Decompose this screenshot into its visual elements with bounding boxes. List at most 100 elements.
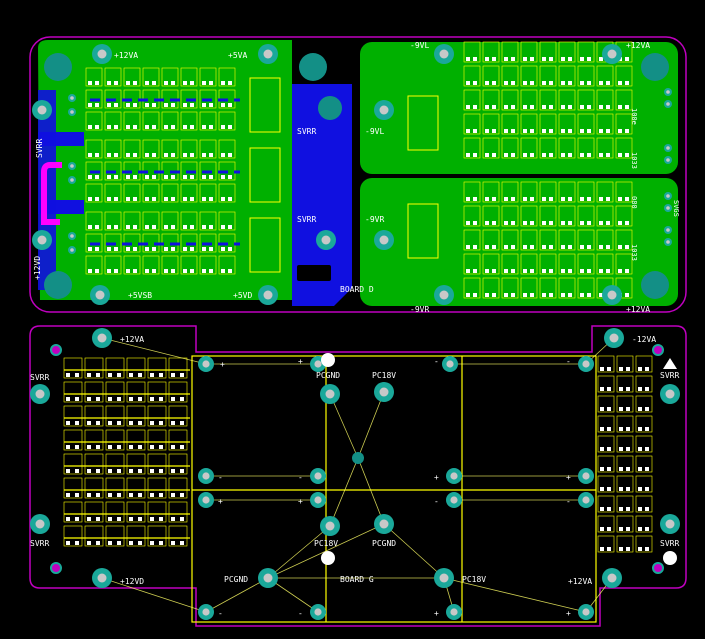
pad-hole bbox=[666, 158, 670, 162]
smd-pad bbox=[618, 221, 622, 225]
smd-pad bbox=[88, 81, 92, 85]
smd-pad bbox=[209, 269, 213, 273]
smd-pad bbox=[599, 105, 603, 109]
smd-pad bbox=[511, 57, 515, 61]
capacitor-footprint bbox=[199, 211, 217, 231]
smd-pad bbox=[171, 373, 175, 377]
silk-box-main bbox=[191, 355, 597, 623]
capacitor-footprint bbox=[501, 277, 519, 299]
capacitor-footprint bbox=[577, 41, 595, 63]
smd-pad bbox=[485, 105, 489, 109]
smd-pad bbox=[619, 427, 623, 431]
smd-pad bbox=[625, 293, 629, 297]
capacitor-footprint bbox=[126, 405, 146, 427]
capacitor-footprint bbox=[482, 89, 500, 111]
smd-pad bbox=[599, 293, 603, 297]
capacitor-footprint bbox=[180, 183, 198, 203]
pad-hole bbox=[666, 240, 670, 244]
smd-pad bbox=[190, 153, 194, 157]
smd-pad bbox=[599, 245, 603, 249]
smd-pad bbox=[108, 373, 112, 377]
smd-pad bbox=[626, 427, 630, 431]
capacitor-footprint bbox=[199, 67, 217, 87]
regulator-block-2 bbox=[249, 147, 281, 203]
smd-pad bbox=[209, 81, 213, 85]
smd-pad bbox=[202, 103, 206, 107]
pad-hole bbox=[325, 389, 335, 399]
mounting-hole bbox=[44, 271, 72, 299]
smd-pad bbox=[117, 397, 121, 401]
smd-pad bbox=[108, 469, 112, 473]
smd-pad bbox=[96, 397, 100, 401]
smd-pad bbox=[190, 247, 194, 251]
capacitor-footprint bbox=[147, 405, 167, 427]
capacitor-footprint bbox=[482, 41, 500, 63]
capacitor-footprint bbox=[147, 453, 167, 475]
smd-pad bbox=[171, 541, 175, 545]
capacitor-footprint bbox=[577, 277, 595, 299]
capacitor-footprint bbox=[596, 181, 614, 203]
smd-pad bbox=[618, 245, 622, 249]
smd-pad bbox=[126, 225, 130, 229]
smd-pad bbox=[117, 445, 121, 449]
smd-pad bbox=[485, 57, 489, 61]
capacitor-footprint bbox=[596, 65, 614, 87]
smd-pad bbox=[645, 407, 649, 411]
pad-hole bbox=[666, 206, 670, 210]
capacitor-footprint bbox=[84, 405, 104, 427]
smd-pad bbox=[190, 269, 194, 273]
pad-hole bbox=[582, 360, 590, 368]
smd-pad bbox=[645, 447, 649, 451]
capacitor-footprint bbox=[482, 229, 500, 251]
smd-pad bbox=[473, 293, 477, 297]
smd-pad bbox=[129, 421, 133, 425]
capacitor-footprint bbox=[597, 475, 615, 493]
smd-pad bbox=[75, 397, 79, 401]
smd-pad bbox=[150, 541, 154, 545]
pad-hole bbox=[446, 360, 454, 368]
smd-pad bbox=[114, 225, 118, 229]
smd-pad bbox=[138, 373, 142, 377]
smd-pad bbox=[473, 221, 477, 225]
smd-pad bbox=[138, 493, 142, 497]
smd-pad bbox=[126, 125, 130, 129]
capacitor-footprint bbox=[63, 477, 83, 499]
smd-pad bbox=[530, 197, 534, 201]
smd-pad bbox=[511, 221, 515, 225]
regulator-block-3 bbox=[249, 217, 281, 273]
capacitor-footprint bbox=[615, 181, 633, 203]
smd-pad bbox=[221, 197, 225, 201]
smd-pad bbox=[561, 269, 565, 273]
capacitor-footprint bbox=[539, 41, 557, 63]
capacitor-footprint bbox=[85, 139, 103, 159]
smd-pad bbox=[221, 269, 225, 273]
capacitor-footprint bbox=[85, 183, 103, 203]
capacitor-footprint bbox=[218, 67, 236, 87]
capacitor-footprint bbox=[539, 253, 557, 275]
pad-hole bbox=[607, 573, 617, 583]
polarity-sign: - bbox=[298, 473, 303, 482]
smd-pad bbox=[133, 197, 137, 201]
capacitor-footprint bbox=[180, 89, 198, 109]
capacitor-footprint bbox=[577, 181, 595, 203]
smd-pad bbox=[183, 125, 187, 129]
right-green-pour-top bbox=[360, 42, 678, 174]
net-label: SVRR bbox=[660, 539, 679, 548]
smd-pad bbox=[152, 103, 156, 107]
smd-pad bbox=[145, 269, 149, 273]
capacitor-footprint bbox=[558, 205, 576, 227]
pad-hole bbox=[70, 234, 74, 238]
smd-pad bbox=[164, 197, 168, 201]
net-label: +12VA bbox=[626, 41, 650, 50]
smd-pad bbox=[542, 269, 546, 273]
smd-pad bbox=[126, 269, 130, 273]
smd-pad bbox=[171, 247, 175, 251]
capacitor-footprint bbox=[616, 355, 634, 373]
smd-pad bbox=[88, 125, 92, 129]
smd-pad bbox=[466, 57, 470, 61]
smd-pad bbox=[549, 245, 553, 249]
smd-pad bbox=[150, 397, 154, 401]
smd-pad bbox=[568, 245, 572, 249]
capacitor-footprint bbox=[615, 205, 633, 227]
